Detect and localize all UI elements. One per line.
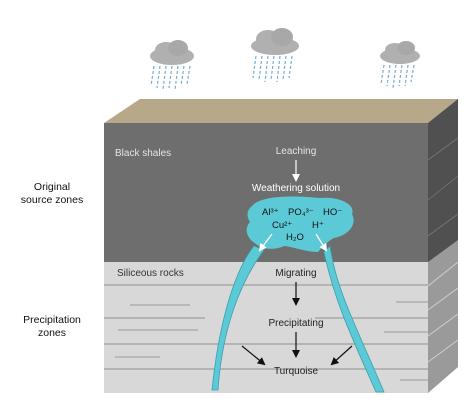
vein-left <box>211 245 265 391</box>
arrow-turquoise-left <box>241 345 266 366</box>
siliceous-rocks-layer <box>104 262 428 393</box>
ion-po4: PO₄³⁻ <box>288 207 314 218</box>
label-precipitation-zones: Precipitation zones <box>4 314 100 340</box>
cloud-right <box>380 41 420 64</box>
ion-h: H⁺ <box>312 220 324 231</box>
label-original-source-zones: Original source zones <box>4 181 100 207</box>
label-siliceous-rocks: Siliceous rocks <box>117 268 184 279</box>
arrow-turquoise-right <box>330 345 353 366</box>
arrow-to-right-vein <box>315 233 328 252</box>
vein-right <box>323 245 385 393</box>
label-precipitating: Precipitating <box>268 318 323 329</box>
rain-left <box>150 65 191 91</box>
label-precip-line2: zones <box>37 327 67 339</box>
label-source-line1: Original <box>33 181 71 193</box>
ion-cu: Cu²⁺ <box>272 220 292 231</box>
soil-surface <box>104 99 458 123</box>
weathering-solution-blob <box>246 196 354 252</box>
label-source-line2: source zones <box>20 194 84 206</box>
cloud-middle <box>251 28 299 55</box>
arrow-to-left-vein <box>258 233 273 252</box>
label-black-shales: Black shales <box>115 148 171 159</box>
ion-al: Al³⁺ <box>262 207 279 218</box>
rain-middle <box>252 55 293 83</box>
label-leaching: Leaching <box>276 146 317 157</box>
label-turquoise: Turquoise <box>274 366 319 377</box>
cloud-left <box>150 40 194 65</box>
rain-right <box>380 64 415 89</box>
label-migrating: Migrating <box>275 268 316 279</box>
ion-ho: HO⁻ <box>323 207 342 218</box>
label-weathering-solution: Weathering solution <box>252 183 340 194</box>
ion-h2o: H₂O <box>286 232 304 243</box>
label-precip-line1: Precipitation <box>23 314 81 326</box>
